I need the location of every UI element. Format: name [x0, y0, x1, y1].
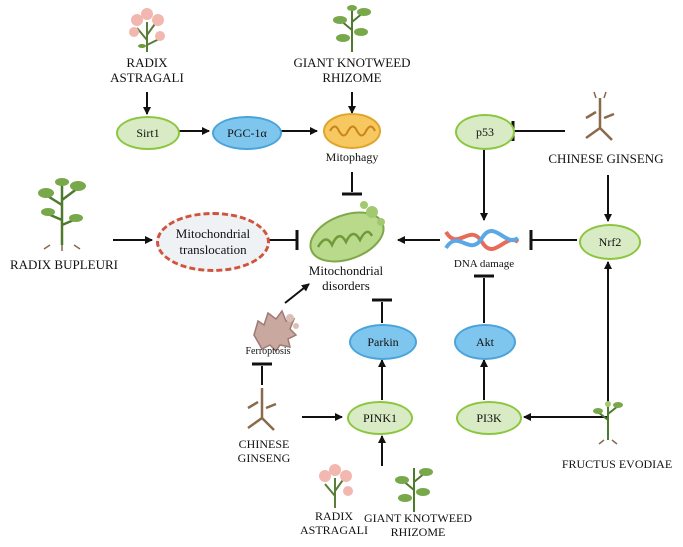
- pgc1a-node: PGC-1α: [212, 116, 282, 150]
- pi3k-node: PI3K: [456, 401, 522, 435]
- arrow-ferroptosis-disorders: [284, 283, 310, 304]
- herb-chinese-ginseng-bottom: CHINESE GINSENG: [237, 437, 291, 465]
- parkin-label: Parkin: [367, 334, 399, 349]
- leafy-plant-icon: [395, 468, 433, 512]
- herb-fructus-evodiae: FRUCTUS EVODIAE: [561, 457, 673, 471]
- sprout-plant-icon: [593, 401, 623, 445]
- flower-plant-icon: [129, 8, 165, 52]
- parkin-node: Parkin: [349, 324, 417, 360]
- mito-translocation-node: Mitochondrial translocation: [156, 212, 270, 272]
- pink1-label: PINK1: [362, 410, 397, 425]
- herb-giant-knotweed-bottom: GIANT KNOTWEED RHIZOME: [363, 511, 473, 539]
- ferroptosis-cell-icon: [253, 309, 299, 353]
- herb-radix-astragali-bottom: RADIX ASTRAGALI: [300, 509, 368, 537]
- ferroptosis-label: Ferroptosis: [245, 346, 291, 357]
- dna-helix-icon: [444, 229, 520, 251]
- mito-disorders-label: Mitochondrial disorders: [308, 263, 384, 293]
- damaged-mitochondrion-icon: [309, 201, 385, 263]
- tree-plant-icon: [38, 178, 86, 251]
- pgc1a-label: PGC-1α: [227, 125, 267, 140]
- p53-label: p53: [476, 124, 494, 139]
- nrf2-label: Nrf2: [598, 234, 622, 249]
- akt-node: Akt: [454, 324, 516, 360]
- root-icon: [247, 388, 277, 431]
- nrf2-node: Nrf2: [579, 224, 641, 260]
- sirt1-node: Sirt1: [116, 116, 180, 150]
- flower-plant-icon: [319, 464, 353, 508]
- mitophagy-label: Mitophagy: [325, 150, 379, 164]
- herb-radix-astragali-top: RADIX ASTRAGALI: [110, 55, 184, 85]
- akt-label: Akt: [476, 334, 494, 349]
- pink1-node: PINK1: [347, 401, 413, 435]
- herb-radix-bupleuri: RADIX BUPLEURI: [10, 257, 118, 272]
- leafy-plant-icon: [333, 5, 371, 52]
- sirt1-label: Sirt1: [136, 125, 160, 140]
- mito-translocation-label: Mitochondrial translocation: [175, 225, 251, 257]
- dna-damage-label: DNA damage: [453, 258, 515, 270]
- herb-giant-knotweed-top: GIANT KNOTWEED RHIZOME: [293, 55, 411, 85]
- p53-node: p53: [455, 114, 515, 150]
- root-icon: [585, 91, 615, 141]
- pi3k-label: PI3K: [476, 410, 502, 425]
- herb-chinese-ginseng-right: CHINESE GINSENG: [548, 151, 664, 166]
- mitochondrion-icon: [323, 113, 381, 149]
